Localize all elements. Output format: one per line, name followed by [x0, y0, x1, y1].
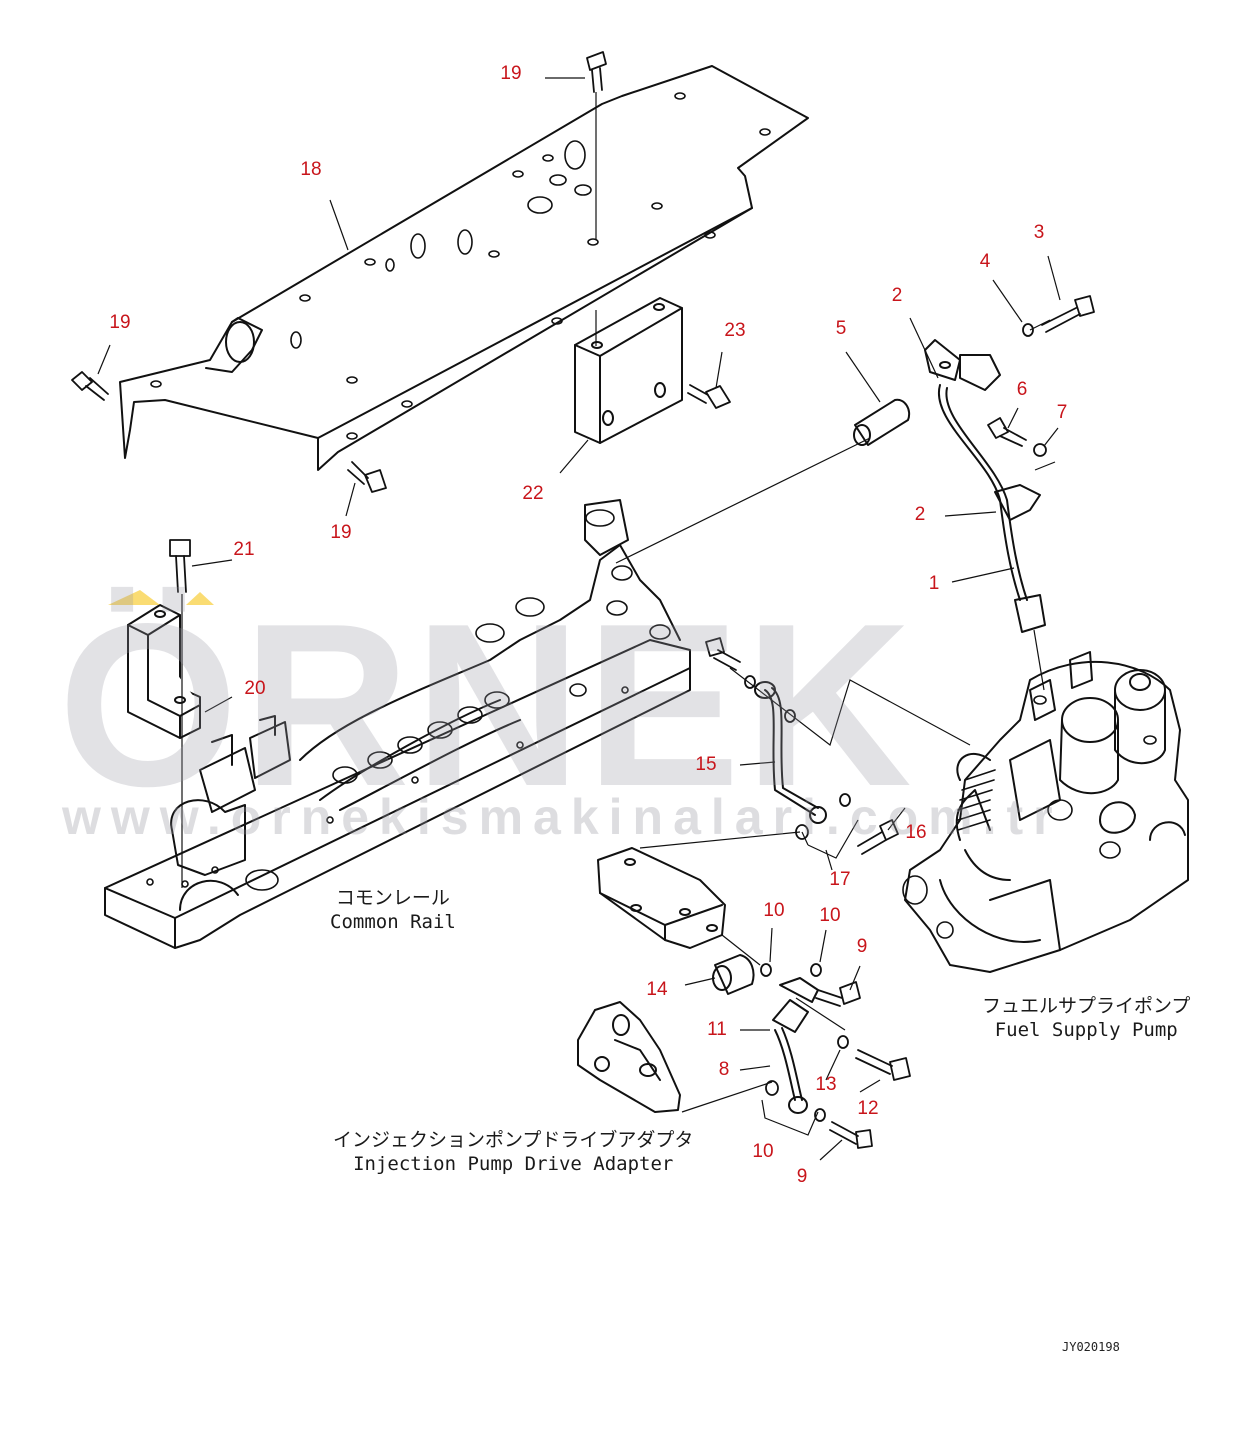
caption-common-rail-en: Common Rail [330, 911, 456, 933]
bolt-3 [1041, 295, 1095, 333]
callout-6: 6 [1016, 379, 1028, 400]
callout-19-left: 19 [109, 312, 131, 333]
callout-17: 17 [829, 869, 851, 890]
wire-harness [924, 339, 1046, 633]
callout-13: 13 [815, 1074, 837, 1095]
callout-5: 5 [835, 318, 847, 339]
bolt-19-top [586, 51, 607, 93]
callout-22: 22 [522, 483, 544, 504]
drive-adapter [577, 1001, 681, 1113]
bolt-19-bottom [347, 461, 387, 493]
callout-9-bottom: 9 [796, 1166, 808, 1187]
caption-adapter-jp: インジェクションポンプドライブアダプタ [333, 1129, 694, 1151]
callout-15: 15 [695, 754, 717, 775]
bolt-16 [857, 819, 899, 855]
callout-4: 4 [979, 251, 991, 272]
callout-9-top: 9 [856, 936, 868, 957]
callout-10-b: 10 [819, 905, 841, 926]
caption-drive-adapter: インジェクションポンプドライブアダプタ Injection Pump Drive… [333, 1128, 693, 1176]
callout-19-bottom: 19 [330, 522, 352, 543]
washer-4 [1022, 323, 1034, 337]
washer-7 [1033, 443, 1047, 457]
spacer-block [574, 297, 683, 444]
common-rail [104, 499, 691, 949]
callout-20: 20 [244, 678, 266, 699]
callout-23: 23 [724, 320, 746, 341]
callout-11: 11 [707, 1019, 727, 1040]
drawing-code: JY020198 [1062, 1340, 1120, 1354]
callout-2-top: 2 [891, 285, 903, 306]
bolt-23 [687, 384, 731, 409]
bolt-12 [855, 1049, 911, 1081]
bolt-6 [987, 417, 1027, 447]
callout-21: 21 [233, 539, 255, 560]
sleeve [853, 398, 911, 446]
callout-19-top: 19 [500, 63, 522, 84]
callout-3: 3 [1033, 222, 1045, 243]
bolt-9-top [815, 981, 861, 1007]
caption-fuel-supply-pump: フュエルサプライポンプ Fuel Supply Pump [982, 994, 1190, 1042]
leader-lines [97, 77, 1061, 1161]
bolts [71, 51, 1095, 1149]
caption-common-rail: コモンレール Common Rail [330, 886, 456, 934]
callout-1: 1 [928, 573, 940, 594]
tube-upper [754, 681, 827, 824]
caption-common-rail-jp: コモンレール [335, 887, 450, 909]
callout-8: 8 [718, 1059, 730, 1080]
caption-adapter-en: Injection Pump Drive Adapter [353, 1153, 674, 1175]
caption-pump-jp: フュエルサプライポンプ [982, 995, 1191, 1017]
bracket-plate [119, 65, 809, 471]
callout-16: 16 [905, 822, 927, 843]
caption-pump-en: Fuel Supply Pump [994, 1019, 1178, 1041]
bolt-9-bottom [829, 1121, 873, 1149]
adapter-plate [597, 847, 726, 949]
callout-10-a: 10 [763, 900, 785, 921]
callout-18: 18 [300, 159, 322, 180]
callout-10-c: 10 [752, 1141, 774, 1162]
bolt-19-left [71, 371, 109, 401]
sleeve-lower [712, 954, 755, 995]
callout-2-mid: 2 [914, 504, 926, 525]
callout-7: 7 [1056, 402, 1068, 423]
bolt-21 [169, 539, 191, 593]
l-bracket [127, 604, 201, 739]
callout-14: 14 [646, 979, 668, 1000]
tube-lower [772, 977, 819, 1114]
callout-12: 12 [857, 1098, 879, 1119]
watermark-accent [108, 590, 214, 605]
bolt-upper-adapter [705, 637, 741, 671]
fuel-supply-pump [902, 651, 1189, 973]
